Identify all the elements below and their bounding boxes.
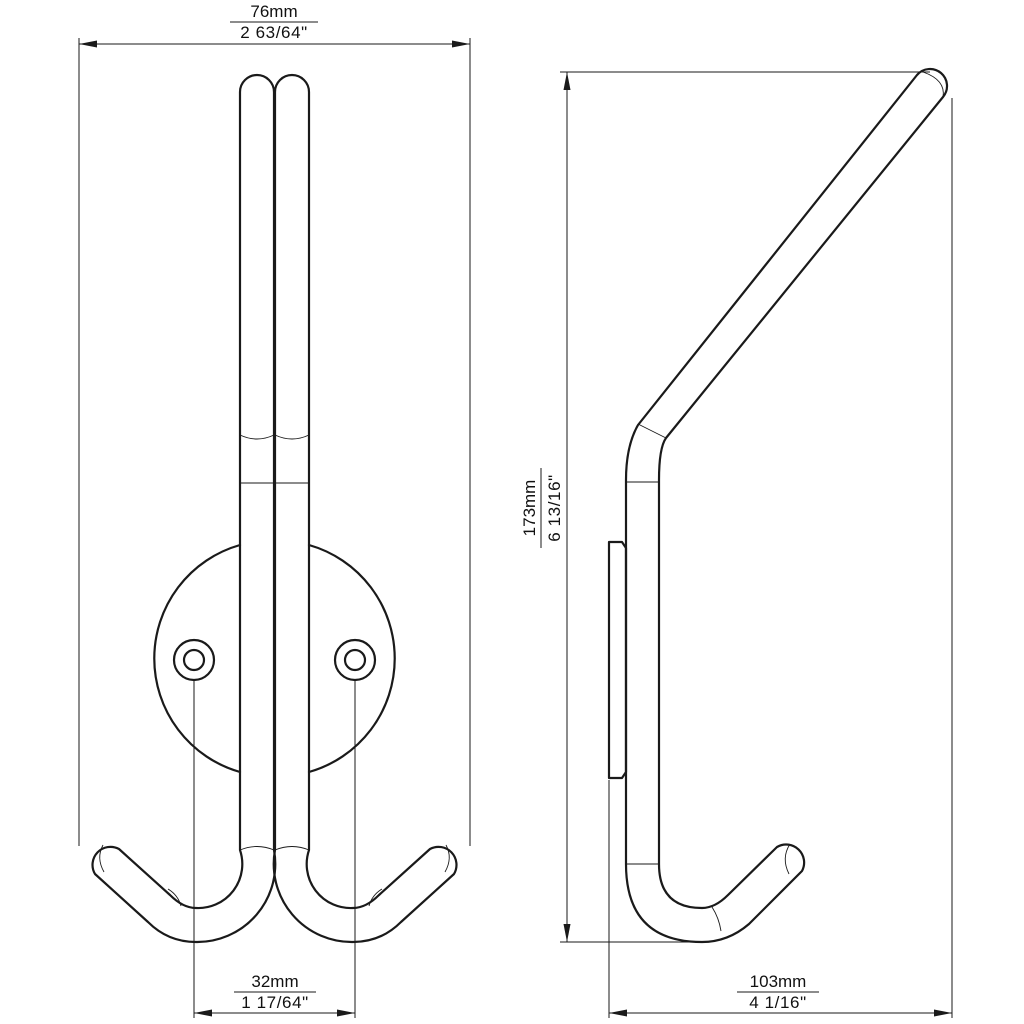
rosette-plate-right (307, 543, 396, 774)
dimension-projection: 103mm 4 1/16" (608, 98, 953, 1018)
front-view (91, 73, 458, 944)
overall-width-inch: 2 63/64" (240, 23, 308, 42)
hole-spacing-mm: 32mm (251, 972, 298, 991)
projection-inch: 4 1/16" (749, 993, 807, 1012)
right-rod (272, 73, 458, 944)
overall-width-mm: 76mm (250, 2, 297, 21)
dimension-overall-height: 173mm 6 13/16" (520, 71, 930, 943)
overall-height-inch: 6 13/16" (545, 474, 564, 542)
dimension-overall-width: 76mm 2 63/64" (78, 2, 471, 846)
projection-mm: 103mm (750, 972, 807, 991)
wall-plate-side (607, 540, 628, 780)
side-view (607, 67, 949, 944)
hole-spacing-inch: 1 17/64" (241, 993, 309, 1012)
side-rod (624, 67, 949, 944)
rosette-plate-left (153, 543, 242, 774)
screw-hole-left (172, 638, 216, 682)
overall-height-mm: 173mm (520, 480, 539, 537)
dimension-hole-spacing: 32mm 1 17/64" (193, 680, 356, 1018)
screw-hole-right (333, 638, 377, 682)
left-rod (91, 73, 277, 944)
